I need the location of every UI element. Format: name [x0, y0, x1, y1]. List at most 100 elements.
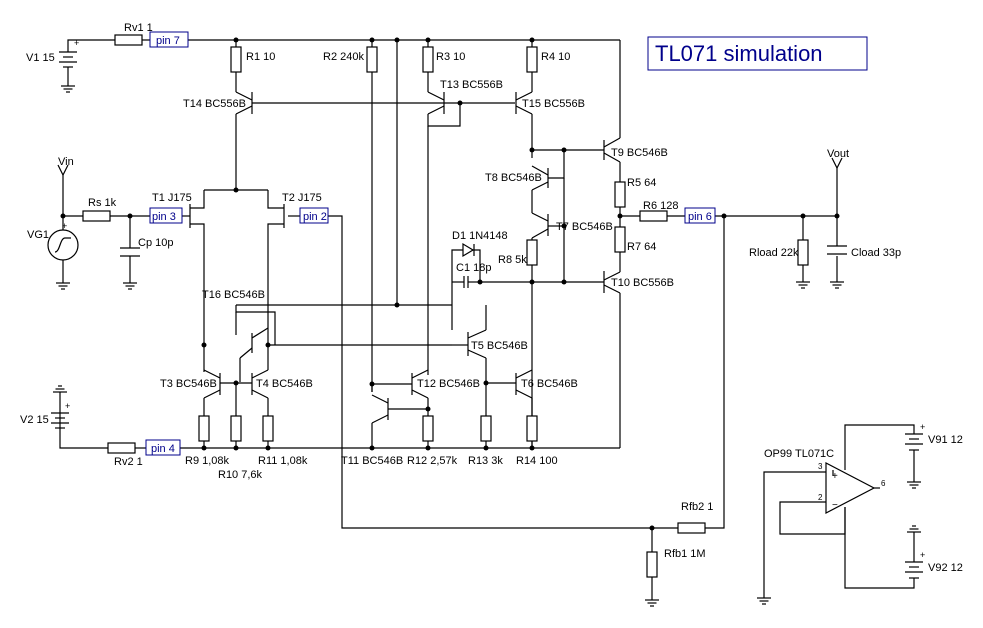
- R8-label: R8 5k: [498, 254, 527, 266]
- Rv1-resistor: [114, 34, 143, 46]
- opamp-pin3: 3: [818, 462, 823, 471]
- R14-label: R14 100: [516, 455, 558, 467]
- svg-text:+: +: [74, 38, 79, 48]
- pin4-label: pin 4: [151, 443, 175, 455]
- VG1-signal-generator: +: [47, 221, 79, 261]
- Rv1-label: Rv1 1: [124, 22, 153, 34]
- R14-resistor: [526, 415, 538, 442]
- R1-resistor: [230, 46, 242, 73]
- wires-load: [802, 157, 843, 282]
- Cp-label: Cp 10p: [138, 237, 173, 249]
- R12-resistor: [422, 415, 434, 442]
- T7-label: T7 BC546B: [556, 221, 613, 233]
- T14-label: T14 BC556B: [183, 98, 246, 110]
- T14-transistor: [235, 91, 515, 190]
- D1-label: D1 1N4148: [452, 230, 508, 242]
- diagram-title: TL071 simulation: [655, 41, 823, 66]
- R9-label: R9 1,08k: [185, 455, 230, 467]
- R4-resistor: [526, 46, 538, 73]
- R10-label: R10 7,6k: [218, 469, 263, 481]
- Rs-label: Rs 1k: [88, 197, 117, 209]
- T12-label: T12 BC546B: [417, 378, 480, 390]
- R7-resistor: [614, 226, 626, 253]
- R2-resistor: [366, 46, 378, 73]
- svg-text:+: +: [920, 422, 925, 432]
- pin7-box: [149, 31, 189, 48]
- opamp-plus-sign: +: [832, 471, 838, 482]
- T13-transistor: [427, 91, 461, 375]
- R9-resistor: [198, 415, 210, 442]
- pin3-label: pin 3: [152, 211, 176, 223]
- V92-source: [905, 561, 923, 579]
- Rfb1-label: Rfb1 1M: [664, 548, 706, 560]
- Cload-capacitor: [827, 245, 847, 255]
- Rv2-label: Rv2 1: [114, 456, 143, 468]
- pin7-label: pin 7: [156, 35, 180, 47]
- wires-feedback: [651, 216, 725, 600]
- T15-label: T15 BC556B: [522, 98, 585, 110]
- Rload-label: Rload 22k: [749, 247, 799, 259]
- R11-label: R11 1,08k: [258, 455, 308, 467]
- T2-label: T2 J175: [282, 192, 322, 204]
- Rload-resistor: [797, 239, 809, 266]
- T8-label: T8 BC546B: [485, 172, 542, 184]
- Rv2-resistor: [107, 442, 136, 454]
- V91-source: [905, 433, 923, 451]
- V1-label: V1 15: [26, 52, 55, 64]
- opamp-wiring: [763, 424, 915, 598]
- T3-label: T3 BC546B: [160, 378, 217, 390]
- R13-resistor: [480, 415, 492, 442]
- Cp-capacitor: [120, 247, 140, 257]
- Vin-label: Vin: [58, 156, 74, 168]
- pin2-label: pin 2: [303, 211, 327, 223]
- R6-label: R6 128: [643, 200, 678, 212]
- Rfb2-label: Rfb2 1: [681, 501, 713, 513]
- R1-label: R1 10: [246, 51, 275, 63]
- pin2-box: [299, 207, 329, 224]
- svg-text:+: +: [62, 221, 67, 231]
- junction-dots: [60, 37, 840, 531]
- Rfb2-resistor: [677, 522, 706, 534]
- opamp-minus-sign: −: [832, 500, 838, 511]
- R8-resistor: [526, 239, 538, 266]
- wires-input: [57, 164, 652, 529]
- T16-label: T16 BC546B: [202, 289, 265, 301]
- T13-label: T13 BC556B: [440, 79, 503, 91]
- opamp-pin6: 6: [881, 479, 886, 488]
- V91-label: V91 12: [928, 434, 963, 446]
- title-box: [647, 36, 868, 71]
- pin6-label: pin 6: [688, 211, 712, 223]
- T5-label: T5 BC546B: [471, 340, 528, 352]
- R5-label: R5 64: [627, 177, 656, 189]
- Vout-label: Vout: [827, 148, 849, 160]
- R7-label: R7 64: [627, 241, 656, 253]
- C1-label: C1 18p: [456, 262, 491, 274]
- T4-label: T4 BC546B: [256, 378, 313, 390]
- T1-label: T1 J175: [152, 192, 192, 204]
- R5-resistor: [614, 181, 626, 208]
- pin4-box: [145, 439, 181, 456]
- R11-resistor: [262, 415, 274, 442]
- T6-label: T6 BC546B: [521, 378, 578, 390]
- Rs-resistor: [82, 210, 111, 222]
- VG1-label: VG1: [27, 229, 49, 241]
- R4-label: R4 10: [541, 51, 570, 63]
- R6-resistor: [639, 210, 668, 222]
- V92-label: V92 12: [928, 562, 963, 574]
- pin6-box: [684, 207, 716, 224]
- R3-resistor: [422, 46, 434, 73]
- pin3-box: [149, 207, 183, 224]
- T15-transistor: [515, 91, 533, 145]
- R12-label: R12 2,57k: [407, 455, 458, 467]
- R3-label: R3 10: [436, 51, 465, 63]
- D1-diode: [462, 242, 475, 258]
- T9-label: T9 BC546B: [611, 147, 668, 159]
- OP99-label: OP99 TL071C: [764, 448, 834, 460]
- opamp-pin2: 2: [818, 493, 823, 502]
- svg-text:+: +: [920, 550, 925, 560]
- T11-label: T11 BC546B: [341, 455, 403, 467]
- R10-resistor: [230, 415, 242, 442]
- Rfb1-resistor: [646, 551, 658, 578]
- T10-label: T10 BC556B: [611, 277, 674, 289]
